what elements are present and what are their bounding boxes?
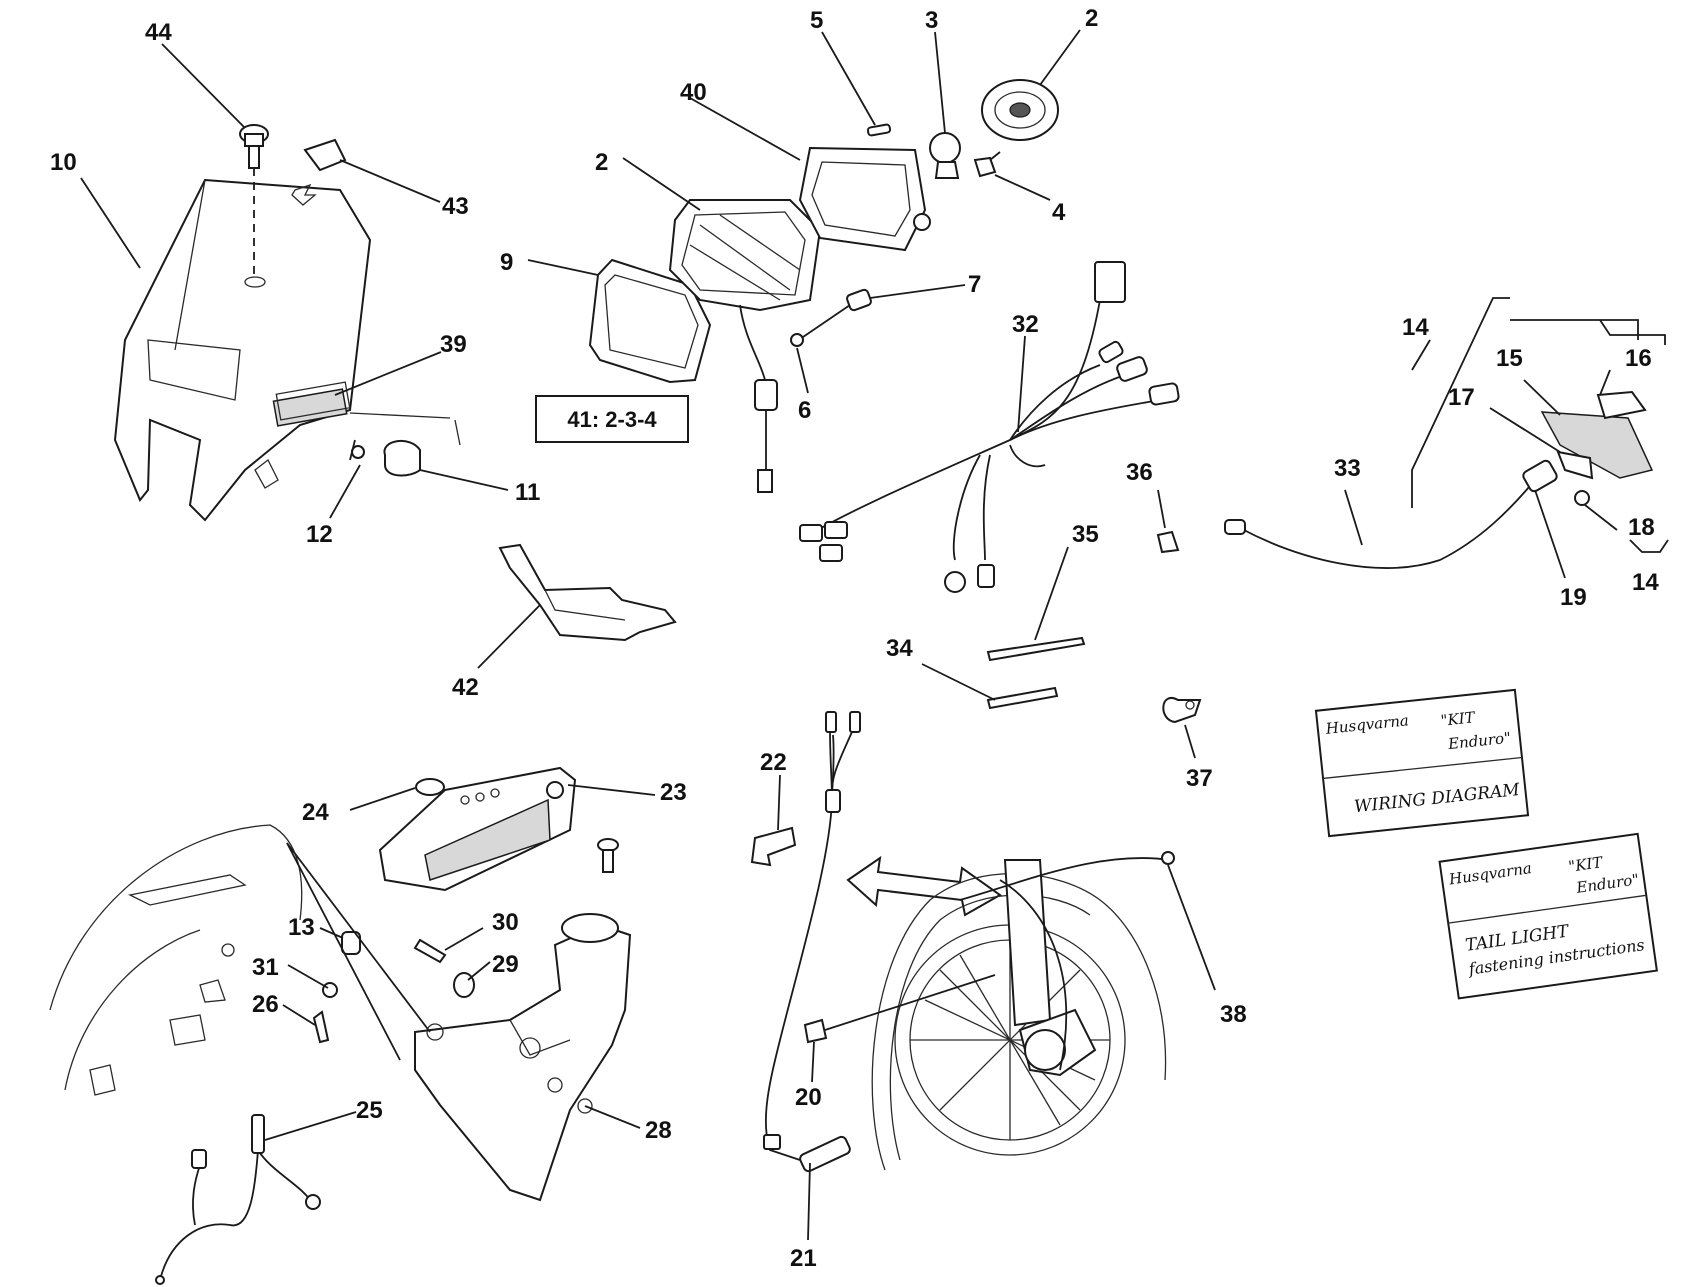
kit-box-label: 41: 2-3-4: [567, 407, 657, 432]
callout-5: 5: [810, 7, 823, 34]
callout-40: 40: [680, 79, 707, 106]
booklet-taillight-kit1: "KIT: [1567, 853, 1604, 876]
wiring-harness-32: [799, 261, 1180, 593]
callout-17: 17: [1448, 384, 1475, 411]
callout-32: 32: [1012, 311, 1039, 338]
callout-25: 25: [356, 1097, 383, 1124]
callout-12: 12: [306, 521, 333, 548]
kit-box-41: 41: 2-3-4: [535, 395, 689, 443]
callout-7: 7: [968, 271, 981, 298]
bracket-42: [498, 543, 677, 642]
callout-28: 28: [645, 1117, 672, 1144]
callout-2-lens: 2: [595, 149, 608, 176]
headlight-rim-9: [588, 258, 712, 384]
clip-36: [1156, 530, 1180, 554]
booklet-wiring-kit1: "KIT: [1440, 708, 1477, 730]
callout-33: 33: [1334, 455, 1361, 482]
headlight-lens-2: [668, 199, 822, 493]
callout-34: 34: [886, 635, 913, 662]
callout-3: 3: [925, 7, 938, 34]
sensor-cable-21: [763, 711, 861, 1173]
callout-36: 36: [1126, 459, 1153, 486]
tail-cable-33-connector-19: [1224, 459, 1558, 569]
screw-5: [866, 123, 892, 137]
callout-38: 38: [1220, 1001, 1247, 1028]
callout-31: 31: [252, 954, 279, 981]
fairing-screw-44: [239, 124, 269, 280]
callout-21: 21: [790, 1245, 817, 1272]
speed-nut-43: [291, 138, 347, 206]
callout-4: 4: [1052, 199, 1066, 226]
clamp-37: [1162, 697, 1202, 724]
callout-16: 16: [1625, 345, 1652, 372]
front-fender-outline: [49, 824, 303, 1096]
callout-15: 15: [1496, 345, 1523, 372]
callout-14-top: 14: [1402, 314, 1429, 341]
callout-44: 44: [145, 19, 172, 46]
decal-39: [275, 381, 351, 421]
callout-19: 19: [1560, 584, 1587, 611]
grommet-20-and-ring-38: [803, 851, 1216, 1044]
bulb-holder-2: [981, 79, 1059, 141]
callout-42: 42: [452, 674, 479, 701]
callout-30: 30: [492, 909, 519, 936]
tail-light-group-14: [1411, 297, 1669, 553]
callout-29: 29: [492, 951, 519, 978]
speedo-bracket-28: [414, 913, 632, 1202]
callout-23: 23: [660, 779, 687, 806]
clamp-11-screw-12: [349, 412, 461, 477]
headlight-fairing-10: [113, 178, 372, 522]
cable-ties-34-35: [986, 636, 1086, 710]
speedometer-23: [378, 766, 577, 892]
clip-22: [750, 826, 797, 867]
callout-11: 11: [515, 479, 540, 506]
speedo-cable-25: [155, 1114, 321, 1285]
callout-26: 26: [252, 991, 279, 1018]
callout-10: 10: [50, 149, 77, 176]
front-wheel-illustration: [871, 857, 1171, 1171]
bulb-3-socket-4: [929, 132, 1001, 179]
rubber-7-screw-6: [790, 288, 872, 347]
callout-37: 37: [1186, 765, 1213, 792]
callout-14-bottom: 14: [1632, 569, 1659, 596]
callout-13: 13: [288, 914, 315, 941]
callout-9: 9: [500, 249, 513, 276]
callout-35: 35: [1072, 521, 1099, 548]
cap-24: [415, 778, 445, 796]
callout-24: 24: [302, 799, 329, 826]
headlight-frame-40: [798, 146, 931, 252]
double-arrow: [846, 855, 1002, 917]
callout-43: 43: [442, 193, 469, 220]
callout-20: 20: [795, 1084, 822, 1111]
callout-6: 6: [798, 397, 811, 424]
callout-39: 39: [440, 331, 467, 358]
booklet-tail-light: Husqvarna "KIT Enduro" TAIL LIGHT fasten…: [1438, 832, 1658, 1000]
grommet-13-and-screws: [312, 838, 619, 1044]
callout-18: 18: [1628, 514, 1655, 541]
callout-2-holder: 2: [1085, 5, 1098, 32]
callout-22: 22: [760, 749, 787, 776]
booklet-wiring-diagram: Husqvarna "KIT Enduro" WIRING DIAGRAM: [1314, 688, 1530, 838]
